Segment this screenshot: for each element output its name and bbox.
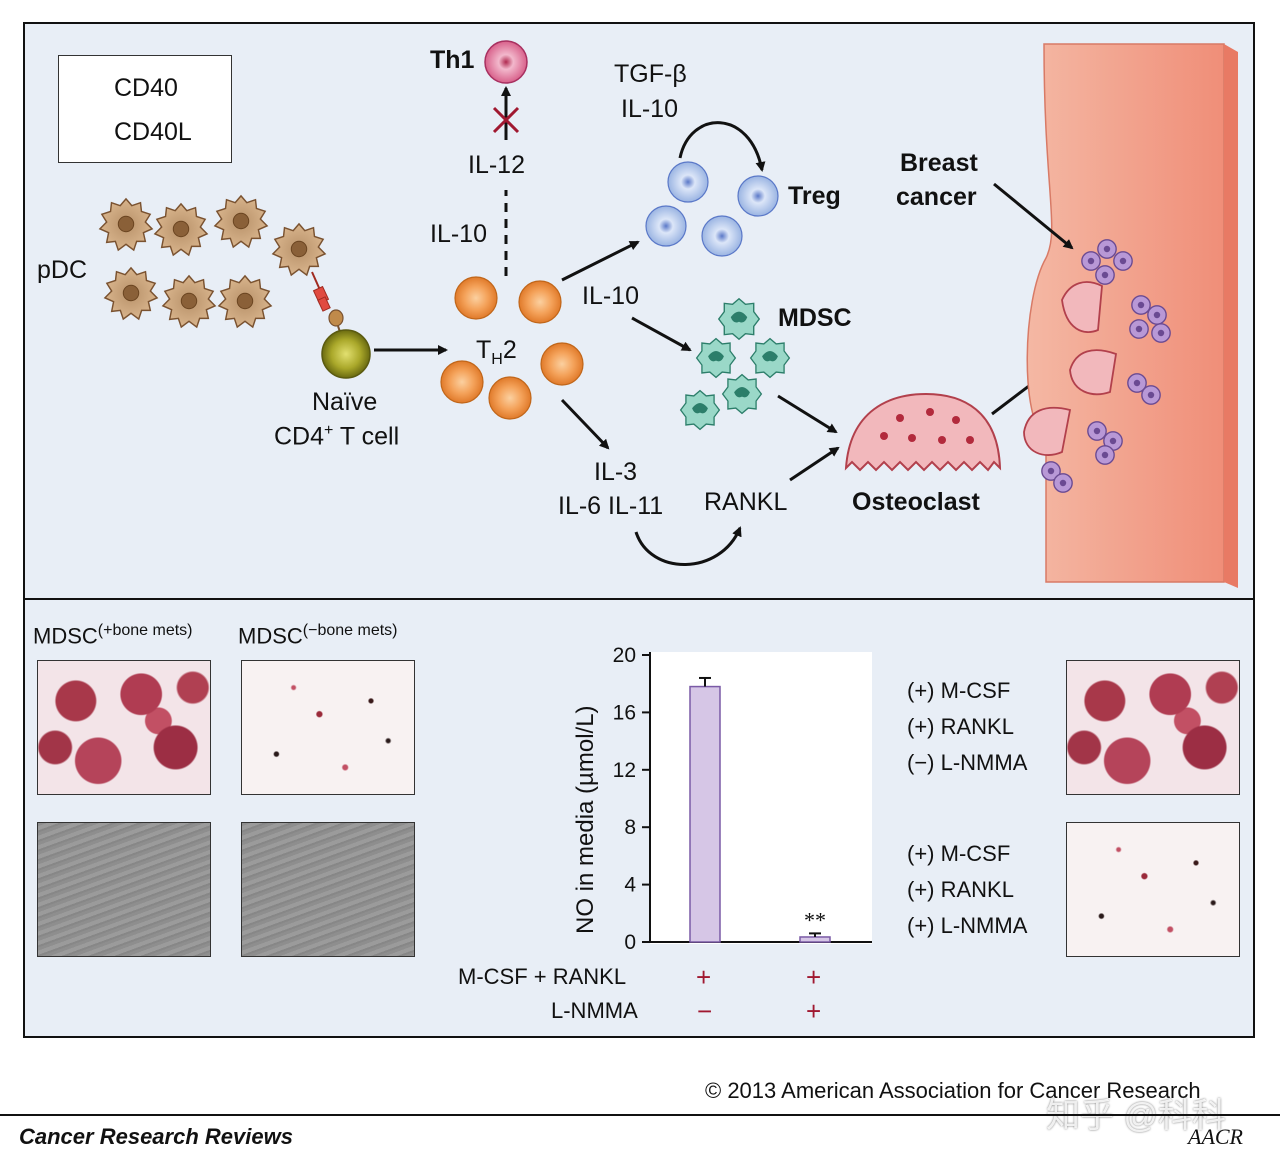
micrograph-mdsc-plus-pit [37, 822, 211, 957]
micrograph-lnmma-minus [1066, 660, 1240, 795]
mdsc-plus-title: MDSC(+bone mets) [33, 622, 193, 649]
chart-bar [689, 685, 721, 943]
micrograph-lnmma-plus [1066, 822, 1240, 957]
naive-label: Naïve [312, 388, 378, 416]
condition-bottom-1: (+) M-CSF [907, 841, 1011, 866]
il10-dashed-label: IL-10 [430, 220, 487, 248]
chart-significance-label: ** [804, 907, 826, 932]
pathway-diagram [79, 40, 1238, 588]
panel-divider [23, 598, 1255, 600]
chart-y-tick-label: 12 [613, 759, 636, 782]
row-value-2-2: + [806, 996, 822, 1026]
copyright-text: © 2013 American Association for Cancer R… [705, 1078, 1201, 1103]
naive-t-cell [321, 329, 371, 379]
chart-y-tick-label: 0 [624, 931, 636, 954]
mdsc-minus-title: MDSC(−bone mets) [238, 622, 398, 649]
chart-y-tick-label: 4 [624, 874, 636, 897]
il3-label: IL-3 [594, 458, 638, 486]
cd4-t-cell-label: CD4+ T cell [274, 422, 400, 451]
il12-label: IL-12 [468, 151, 525, 179]
row-value-1-1: + [696, 962, 712, 992]
bone-osteoclasts [1023, 281, 1118, 456]
legend-cd40-label: CD40 [114, 74, 178, 102]
condition-top-1: (+) M-CSF [907, 678, 1011, 703]
cd40-cd40l-binding [311, 271, 344, 339]
il10-mdsc-label: IL-10 [582, 282, 639, 310]
micrograph-mdsc-minus-stained [241, 660, 415, 795]
breast-label: Breast [900, 149, 978, 177]
micrograph-mdsc-plus-stained [37, 660, 211, 795]
th2-label: TH2 [476, 336, 517, 368]
tgf-beta-label: TGF-β [614, 60, 687, 88]
condition-top-2: (+) RANKL [907, 714, 1014, 739]
th2-cells [440, 276, 584, 420]
condition-top-3: (−) L-NMMA [907, 750, 1028, 775]
condition-bottom-3: (+) L-NMMA [907, 913, 1028, 938]
treg-cells [645, 161, 779, 257]
chart-y-tick-label: 20 [613, 644, 636, 667]
pdc-label: pDC [37, 256, 88, 284]
row-label-lnmma: L-NMMA [551, 998, 638, 1023]
mdsc-label: MDSC [778, 304, 852, 332]
legend [58, 55, 232, 163]
osteoclast-cell [844, 392, 1002, 472]
rankl-label: RANKL [704, 488, 788, 516]
th1-cell [484, 40, 528, 84]
watermark-text: 知乎 @科科 [1046, 1097, 1226, 1135]
legend-cd40l-label: CD40L [114, 118, 192, 146]
footer-rule [0, 1114, 1280, 1116]
chart-plot-area [650, 652, 872, 944]
th1-label: Th1 [430, 46, 475, 74]
aacr-logo: AACR [1188, 1124, 1243, 1149]
journal-name: Cancer Research Reviews [19, 1124, 293, 1149]
blocked-mark [492, 106, 520, 134]
chart-y-tick-label: 8 [624, 816, 636, 839]
il6-il11-label: IL-6 IL-11 [558, 492, 664, 520]
row-value-1-2: + [806, 962, 822, 992]
chart-y-axis-label: NO in media (µmol/L) [572, 705, 599, 934]
il10-treg-label: IL-10 [621, 95, 678, 123]
osteoclast-label: Osteoclast [852, 488, 980, 516]
row-label-mcsf-rankl: M-CSF + RANKL [458, 964, 627, 989]
micrograph-mdsc-minus-pit [241, 822, 415, 957]
row-value-2-1: − [697, 996, 713, 1026]
cancer-label: cancer [896, 183, 977, 211]
treg-label: Treg [788, 182, 841, 210]
chart-y-tick-label: 16 [613, 701, 636, 724]
chart-bar [799, 936, 831, 943]
condition-bottom-2: (+) RANKL [907, 877, 1014, 902]
